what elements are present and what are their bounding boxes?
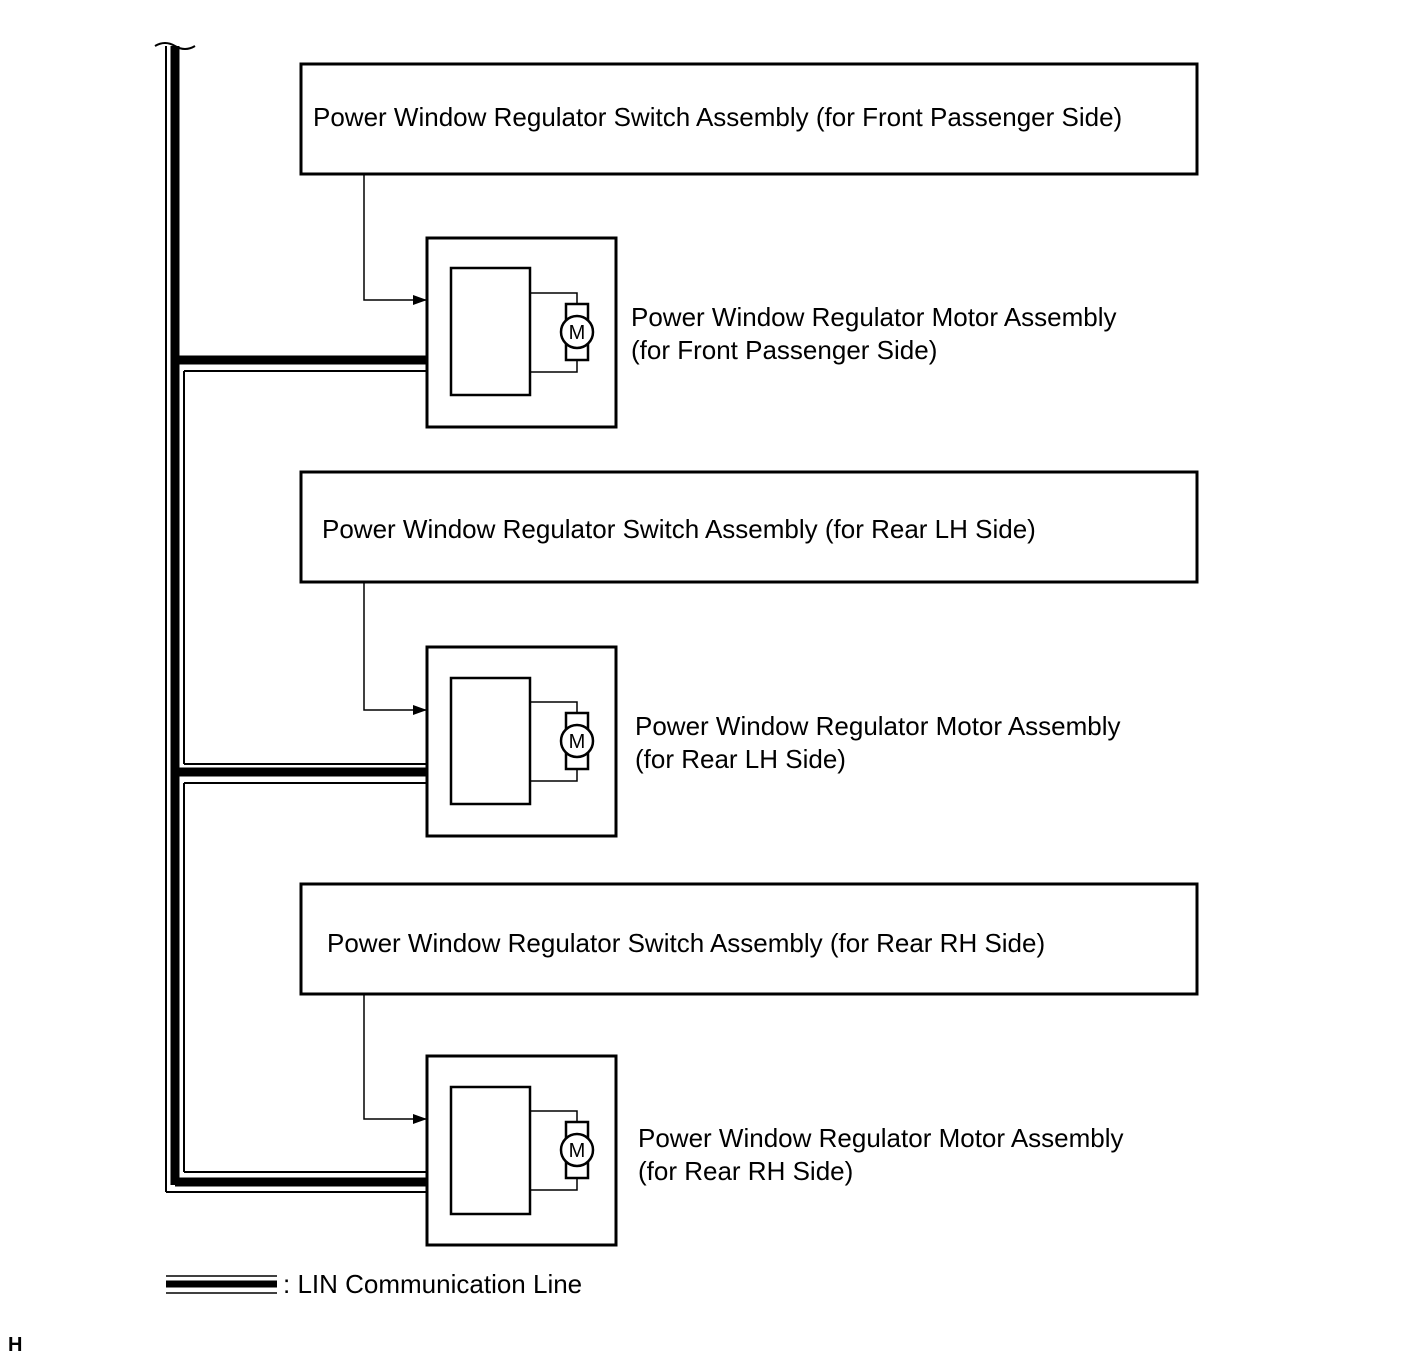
motor-controller-box <box>449 676 532 806</box>
motor-icon <box>559 314 595 350</box>
unit-rear-lh: Power Window Regulator Switch Assembly (… <box>175 470 1199 1173</box>
motor-controller-box <box>449 1085 532 1216</box>
switch-label: Power Window Regulator Switch Assembly (… <box>313 102 1122 132</box>
switch-label: Power Window Regulator Switch Assembly (… <box>322 514 1036 544</box>
switch-box-rear-rh <box>299 882 1199 996</box>
corner-mark: H <box>8 1334 22 1356</box>
motor-symbol: M <box>569 322 586 344</box>
lin-bus-trunk <box>154 42 426 1193</box>
motor-label-line2: (for Rear LH Side) <box>635 744 846 774</box>
motor-icon <box>559 723 595 759</box>
legend: : LIN Communication Line <box>166 1269 582 1299</box>
switch-label: Power Window Regulator Switch Assembly (… <box>327 928 1045 958</box>
unit-front-passenger: Power Window Regulator Switch Assembly (… <box>175 62 1199 765</box>
motor-symbol: M <box>569 1140 586 1162</box>
motor-label-line1: Power Window Regulator Motor Assembly <box>638 1123 1124 1153</box>
switch-box-rear-lh <box>299 470 1199 584</box>
signal-arrow <box>363 582 427 715</box>
unit-rear-rh: Power Window Regulator Switch Assembly (… <box>175 882 1199 1247</box>
motor-label-line2: (for Rear RH Side) <box>638 1156 853 1186</box>
motor-icon <box>559 1132 595 1168</box>
motor-symbol: M <box>569 731 586 753</box>
signal-arrow <box>363 994 427 1124</box>
motor-label-line1: Power Window Regulator Motor Assembly <box>635 711 1121 741</box>
motor-label-line1: Power Window Regulator Motor Assembly <box>631 302 1117 332</box>
switch-box-front-passenger <box>299 62 1199 176</box>
motor-label-line2: (for Front Passenger Side) <box>631 335 937 365</box>
signal-arrow <box>363 174 427 305</box>
motor-controller-box <box>449 266 532 397</box>
legend-text: : LIN Communication Line <box>283 1269 582 1299</box>
